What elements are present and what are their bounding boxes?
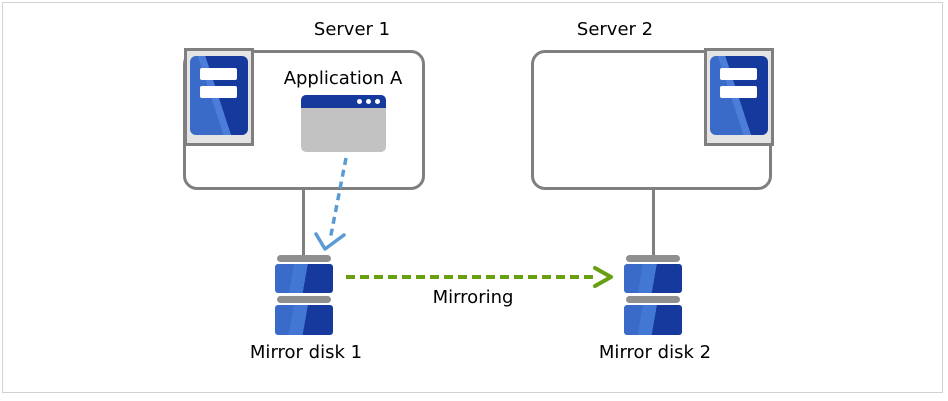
disk-cap (277, 255, 331, 262)
disk-cap (277, 296, 331, 303)
tower-slot-bar (200, 86, 237, 98)
tower-slot-bar (720, 68, 757, 80)
app-window-titlebar (301, 95, 386, 108)
server2-computer-icon (704, 48, 774, 146)
window-dot-icon (357, 99, 362, 104)
disk-platter (624, 305, 682, 335)
mirror-disk2-label: Mirror disk 2 (598, 342, 712, 363)
mirror-disk2-icon (624, 255, 682, 335)
disk-cap (626, 296, 680, 303)
application-label: Application A (283, 68, 403, 89)
server2-disk-connector-line (652, 188, 655, 257)
disk-platter (624, 264, 682, 293)
disk-platter (275, 264, 333, 293)
mirror-disk1-icon (275, 255, 333, 335)
server-tower-icon (190, 56, 248, 135)
server-tower-icon (710, 56, 768, 135)
tower-slot-bar (720, 86, 757, 98)
disk-cap (626, 255, 680, 262)
server1-disk-connector-line (302, 188, 305, 257)
mirror-disk1-label: Mirror disk 1 (249, 342, 363, 363)
window-dot-icon (366, 99, 371, 104)
window-dot-icon (375, 99, 380, 104)
mirroring-label: Mirroring (432, 287, 514, 308)
disk-platter (275, 305, 333, 335)
tower-slot-bar (200, 68, 237, 80)
app-window-icon (301, 95, 386, 152)
server1-computer-icon (184, 48, 254, 146)
outer-frame (2, 2, 943, 393)
server2-label: Server 2 (576, 19, 654, 40)
server1-label: Server 1 (313, 19, 391, 40)
